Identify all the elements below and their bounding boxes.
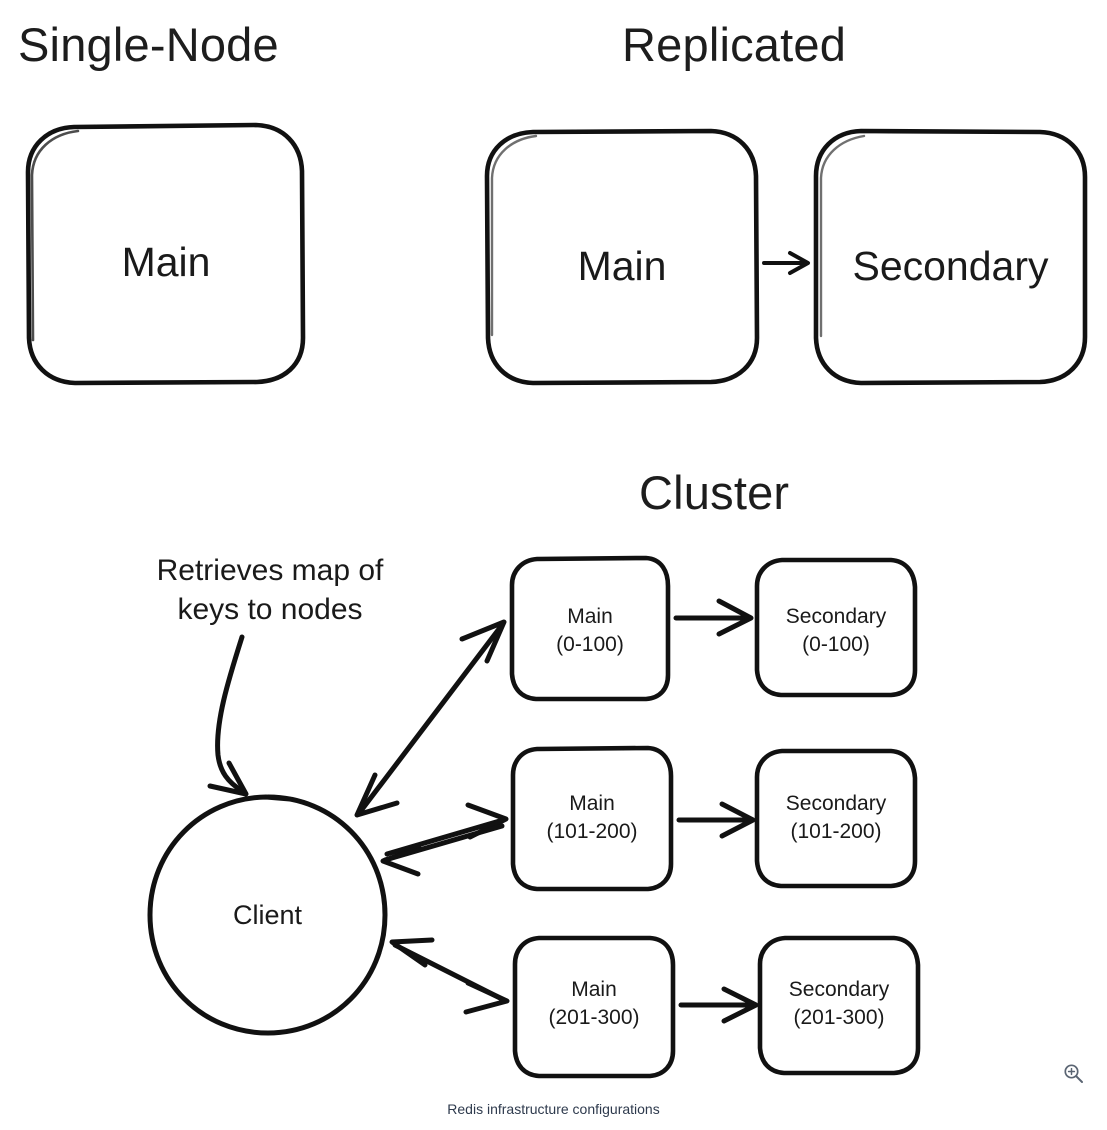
- cluster-client-edge-0: [354, 619, 507, 818]
- cluster-client-edge-1: [380, 802, 509, 877]
- figure-caption: Redis infrastructure configurations: [447, 1101, 660, 1117]
- section-title-replicated: Replicated: [622, 18, 847, 71]
- zoom-in-magnifier-icon: [1064, 1064, 1083, 1083]
- cluster-secondary-box-2: [757, 935, 921, 1076]
- cluster-replication-arrow-0: [673, 598, 754, 637]
- replicated-main-box: [484, 128, 760, 386]
- cluster-main-box-2: [512, 935, 676, 1079]
- cluster-annotation-arrow: [207, 634, 249, 797]
- single-node-main-box-sketch: [30, 129, 80, 342]
- cluster-main-box-0: [509, 555, 671, 702]
- cluster-secondary-box-0: [754, 557, 918, 698]
- replicated-secondary-box: [813, 128, 1088, 386]
- section-title-single-node: Single-Node: [18, 18, 279, 71]
- cluster-client-circle: [147, 794, 388, 1036]
- cluster-replication-arrow-2: [678, 986, 759, 1024]
- cluster-annotation-line-2: keys to nodes: [177, 593, 363, 626]
- single-node-main-box: [25, 122, 306, 386]
- replicated-main-box-sketch: [490, 134, 538, 337]
- cluster-annotation-line-1: Retrieves map of: [156, 554, 384, 587]
- cluster-main-box-1: [510, 745, 674, 892]
- section-title-cluster: Cluster: [639, 466, 790, 519]
- cluster-secondary-box-1: [754, 748, 918, 889]
- replicated-replication-arrow: [762, 251, 810, 275]
- replicated-secondary-box-sketch: [819, 134, 866, 338]
- zoom-in-button[interactable]: [1061, 1061, 1087, 1087]
- cluster-replication-arrow-1: [676, 801, 756, 839]
- cluster-client-edge-2: [389, 937, 510, 1015]
